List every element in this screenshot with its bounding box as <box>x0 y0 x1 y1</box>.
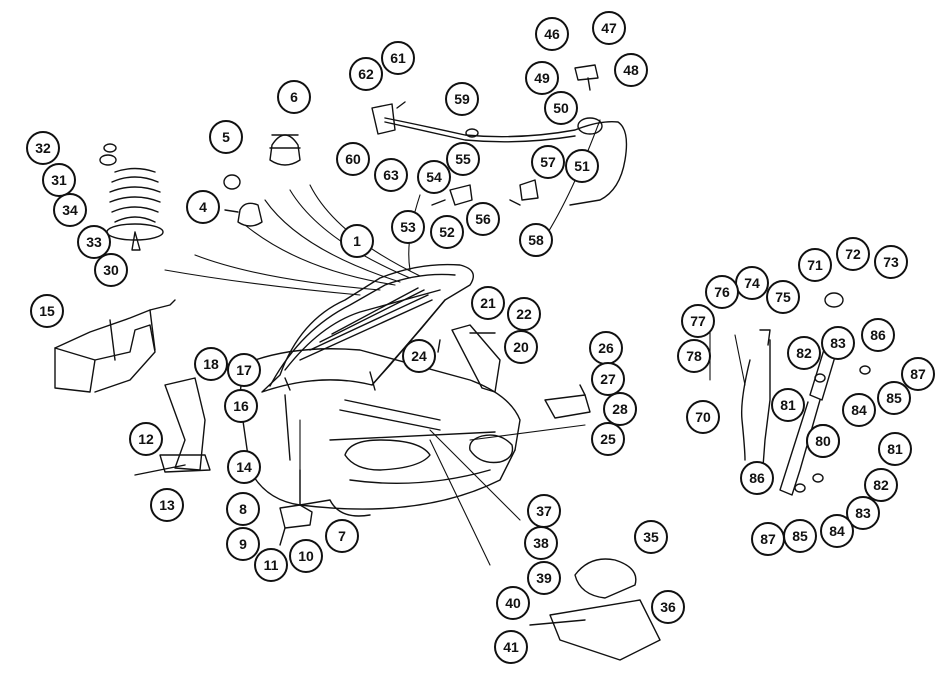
callout-62[interactable]: 62 <box>349 57 383 91</box>
callout-37[interactable]: 37 <box>527 494 561 528</box>
callout-7[interactable]: 7 <box>325 519 359 553</box>
callout-1[interactable]: 1 <box>340 224 374 258</box>
callout-50[interactable]: 50 <box>544 91 578 125</box>
callout-73[interactable]: 73 <box>874 245 908 279</box>
callout-47[interactable]: 47 <box>592 11 626 45</box>
callout-28[interactable]: 28 <box>603 392 637 426</box>
callout-36[interactable]: 36 <box>651 590 685 624</box>
callout-11[interactable]: 11 <box>254 548 288 582</box>
callout-41[interactable]: 41 <box>494 630 528 664</box>
callout-27[interactable]: 27 <box>591 362 625 396</box>
callout-8[interactable]: 8 <box>226 492 260 526</box>
callout-4[interactable]: 4 <box>186 190 220 224</box>
callout-72[interactable]: 72 <box>836 237 870 271</box>
callout-85[interactable]: 85 <box>877 381 911 415</box>
callout-53[interactable]: 53 <box>391 210 425 244</box>
callout-5[interactable]: 5 <box>209 120 243 154</box>
leader-lines <box>164 119 746 566</box>
callout-20[interactable]: 20 <box>504 330 538 364</box>
callout-83[interactable]: 83 <box>821 326 855 360</box>
car-body-drawing <box>239 348 521 517</box>
callout-56[interactable]: 56 <box>466 202 500 236</box>
hinge-drawing <box>134 377 211 476</box>
callout-84[interactable]: 84 <box>842 393 876 427</box>
callout-40[interactable]: 40 <box>496 586 530 620</box>
callout-10[interactable]: 10 <box>289 539 323 573</box>
callout-83[interactable]: 83 <box>846 496 880 530</box>
callout-80[interactable]: 80 <box>806 424 840 458</box>
callout-61[interactable]: 61 <box>381 41 415 75</box>
bracket-drawing <box>54 299 176 393</box>
callout-13[interactable]: 13 <box>150 488 184 522</box>
callout-59[interactable]: 59 <box>445 82 479 116</box>
callout-81[interactable]: 81 <box>878 432 912 466</box>
callout-49[interactable]: 49 <box>525 61 559 95</box>
strut-drawing <box>451 324 501 393</box>
callout-60[interactable]: 60 <box>336 142 370 176</box>
callout-17[interactable]: 17 <box>227 353 261 387</box>
callout-87[interactable]: 87 <box>901 357 935 391</box>
callout-32[interactable]: 32 <box>26 131 60 165</box>
catch-drawing <box>279 384 661 661</box>
callout-34[interactable]: 34 <box>53 193 87 227</box>
callout-26[interactable]: 26 <box>589 331 623 365</box>
callout-39[interactable]: 39 <box>527 561 561 595</box>
callout-85[interactable]: 85 <box>783 519 817 553</box>
buffer-drawing <box>223 134 301 227</box>
callout-16[interactable]: 16 <box>224 389 258 423</box>
callout-31[interactable]: 31 <box>42 163 76 197</box>
callout-70[interactable]: 70 <box>686 400 720 434</box>
callout-14[interactable]: 14 <box>227 450 261 484</box>
callout-76[interactable]: 76 <box>705 275 739 309</box>
callout-58[interactable]: 58 <box>519 223 553 257</box>
callout-87[interactable]: 87 <box>751 522 785 556</box>
callout-33[interactable]: 33 <box>77 225 111 259</box>
callout-84[interactable]: 84 <box>820 514 854 548</box>
bonnet-drawing <box>261 263 474 393</box>
callout-25[interactable]: 25 <box>591 422 625 456</box>
callout-6[interactable]: 6 <box>277 80 311 114</box>
callout-30[interactable]: 30 <box>94 253 128 287</box>
callout-81[interactable]: 81 <box>771 388 805 422</box>
stay-assembly-drawing <box>740 292 871 496</box>
callout-74[interactable]: 74 <box>735 266 769 300</box>
callout-24[interactable]: 24 <box>402 339 436 373</box>
callout-55[interactable]: 55 <box>446 142 480 176</box>
callout-38[interactable]: 38 <box>524 526 558 560</box>
callout-48[interactable]: 48 <box>614 53 648 87</box>
callout-86[interactable]: 86 <box>861 318 895 352</box>
callout-75[interactable]: 75 <box>766 280 800 314</box>
callout-86[interactable]: 86 <box>740 461 774 495</box>
pin-drawing <box>437 339 441 353</box>
callout-46[interactable]: 46 <box>535 17 569 51</box>
callout-35[interactable]: 35 <box>634 520 668 554</box>
callout-63[interactable]: 63 <box>374 158 408 192</box>
callout-54[interactable]: 54 <box>417 160 451 194</box>
callout-82[interactable]: 82 <box>864 468 898 502</box>
callout-12[interactable]: 12 <box>129 422 163 456</box>
callout-21[interactable]: 21 <box>471 286 505 320</box>
spring-drawing <box>99 143 164 251</box>
callout-51[interactable]: 51 <box>565 149 599 183</box>
callout-77[interactable]: 77 <box>681 304 715 338</box>
callout-82[interactable]: 82 <box>787 336 821 370</box>
callout-52[interactable]: 52 <box>430 215 464 249</box>
callout-57[interactable]: 57 <box>531 145 565 179</box>
callout-9[interactable]: 9 <box>226 527 260 561</box>
callout-15[interactable]: 15 <box>30 294 64 328</box>
callout-22[interactable]: 22 <box>507 297 541 331</box>
callout-78[interactable]: 78 <box>677 339 711 373</box>
callout-71[interactable]: 71 <box>798 248 832 282</box>
release-cable-drawing <box>371 64 628 206</box>
callout-18[interactable]: 18 <box>194 347 228 381</box>
